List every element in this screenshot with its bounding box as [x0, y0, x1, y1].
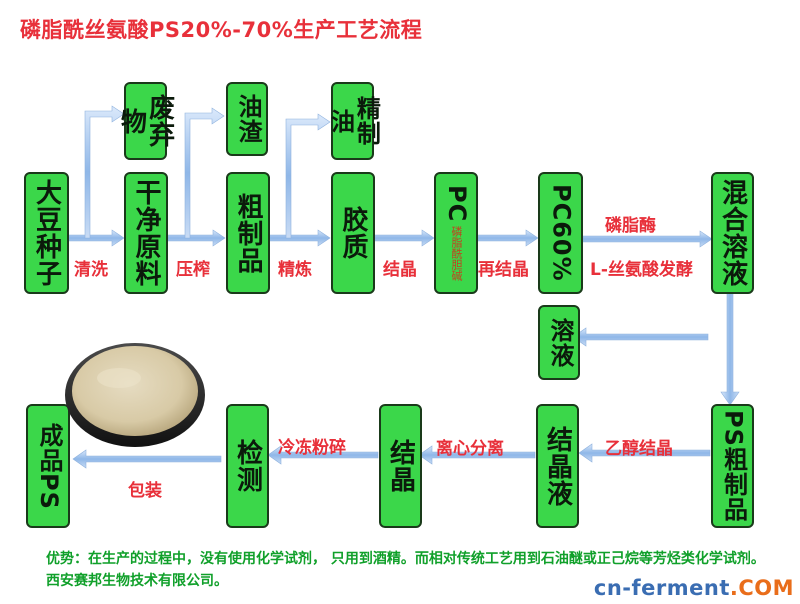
- arrow-ps-to-crystal-liquid: [578, 443, 711, 463]
- node-final-ps: 成品PS: [26, 404, 70, 528]
- node-waste: 废弃物: [117, 82, 175, 160]
- arrow-test-to-final: [72, 449, 222, 469]
- site-logo-part2: .COM: [729, 576, 794, 600]
- node-test: 检测: [226, 404, 269, 528]
- diagram-title: 磷脂酰丝氨酸PS20%-70%生产工艺流程: [20, 18, 423, 42]
- node-clean-material: 干净原料: [124, 172, 168, 294]
- node-mixed-solution: 混合溶液: [711, 172, 754, 294]
- arrow-crystal-to-test: [267, 445, 379, 465]
- edge-label-centrifuge: 离心分离: [436, 439, 504, 459]
- arrow-pc60-to-mixed: [581, 230, 713, 248]
- product-powder-photo: [65, 343, 205, 447]
- arrow-soy-to-clean: [67, 229, 125, 247]
- edge-label-ferment: L-丝氨酸发酵: [590, 260, 693, 280]
- arrow-mixed-to-solution: [572, 327, 709, 347]
- node-pc: PC 磷脂酰胆碱: [434, 172, 478, 294]
- arrow-crude-to-gum: [268, 229, 331, 247]
- arrow-cl-to-crystal: [418, 445, 536, 465]
- arrow-pc-to-pc60: [476, 229, 539, 247]
- edge-label-refine: 精炼: [278, 260, 312, 280]
- node-pc-sublabel: 磷脂酰胆碱: [449, 226, 463, 282]
- advantage-note: 优势：在生产的过程中，没有使用化学试剂， 只用到酒精。而相对传统工艺用到石油醚或…: [46, 551, 765, 589]
- node-refined-oil: 精制油: [327, 82, 380, 160]
- node-solution: 溶液: [538, 305, 580, 380]
- edge-label-wash: 清洗: [74, 260, 108, 280]
- edge-label-recrystallize: 再结晶: [478, 260, 529, 280]
- node-gum: 胶质: [331, 172, 375, 294]
- site-logo: cn-ferment.COM: [594, 576, 794, 600]
- node-crystal: 结晶: [379, 404, 422, 528]
- arrow-gum-to-pc: [373, 229, 435, 247]
- arrow-clean-to-crude: [166, 229, 226, 247]
- node-crude: 粗制品: [226, 172, 270, 294]
- edge-label-pack: 包装: [128, 481, 162, 501]
- edge-label-press: 压榨: [176, 260, 210, 280]
- node-crystal-liquid: 结晶液: [536, 404, 579, 528]
- edge-label-enzyme: 磷脂酶: [605, 216, 656, 236]
- edge-label-freeze: 冷冻粉碎: [278, 438, 346, 458]
- node-ps-crude: PS粗制品: [711, 404, 754, 528]
- node-oil-residue: 油渣: [226, 82, 268, 156]
- node-pc-label: PC: [442, 184, 471, 223]
- site-logo-part1: cn-ferment: [593, 576, 730, 600]
- arrow-to-refined-oil: [285, 113, 331, 239]
- edge-label-ethanol: 乙醇结晶: [605, 439, 673, 459]
- node-pc60-label: PC60%: [547, 184, 576, 282]
- node-pc60: PC60%: [538, 172, 583, 294]
- edge-label-crystallize: 结晶: [383, 260, 417, 280]
- node-soybean: 大豆种子: [24, 172, 69, 294]
- arrow-to-waste: [84, 105, 125, 239]
- arrow-to-oil-residue: [184, 107, 225, 239]
- arrow-mixed-down-to-ps: [720, 291, 740, 406]
